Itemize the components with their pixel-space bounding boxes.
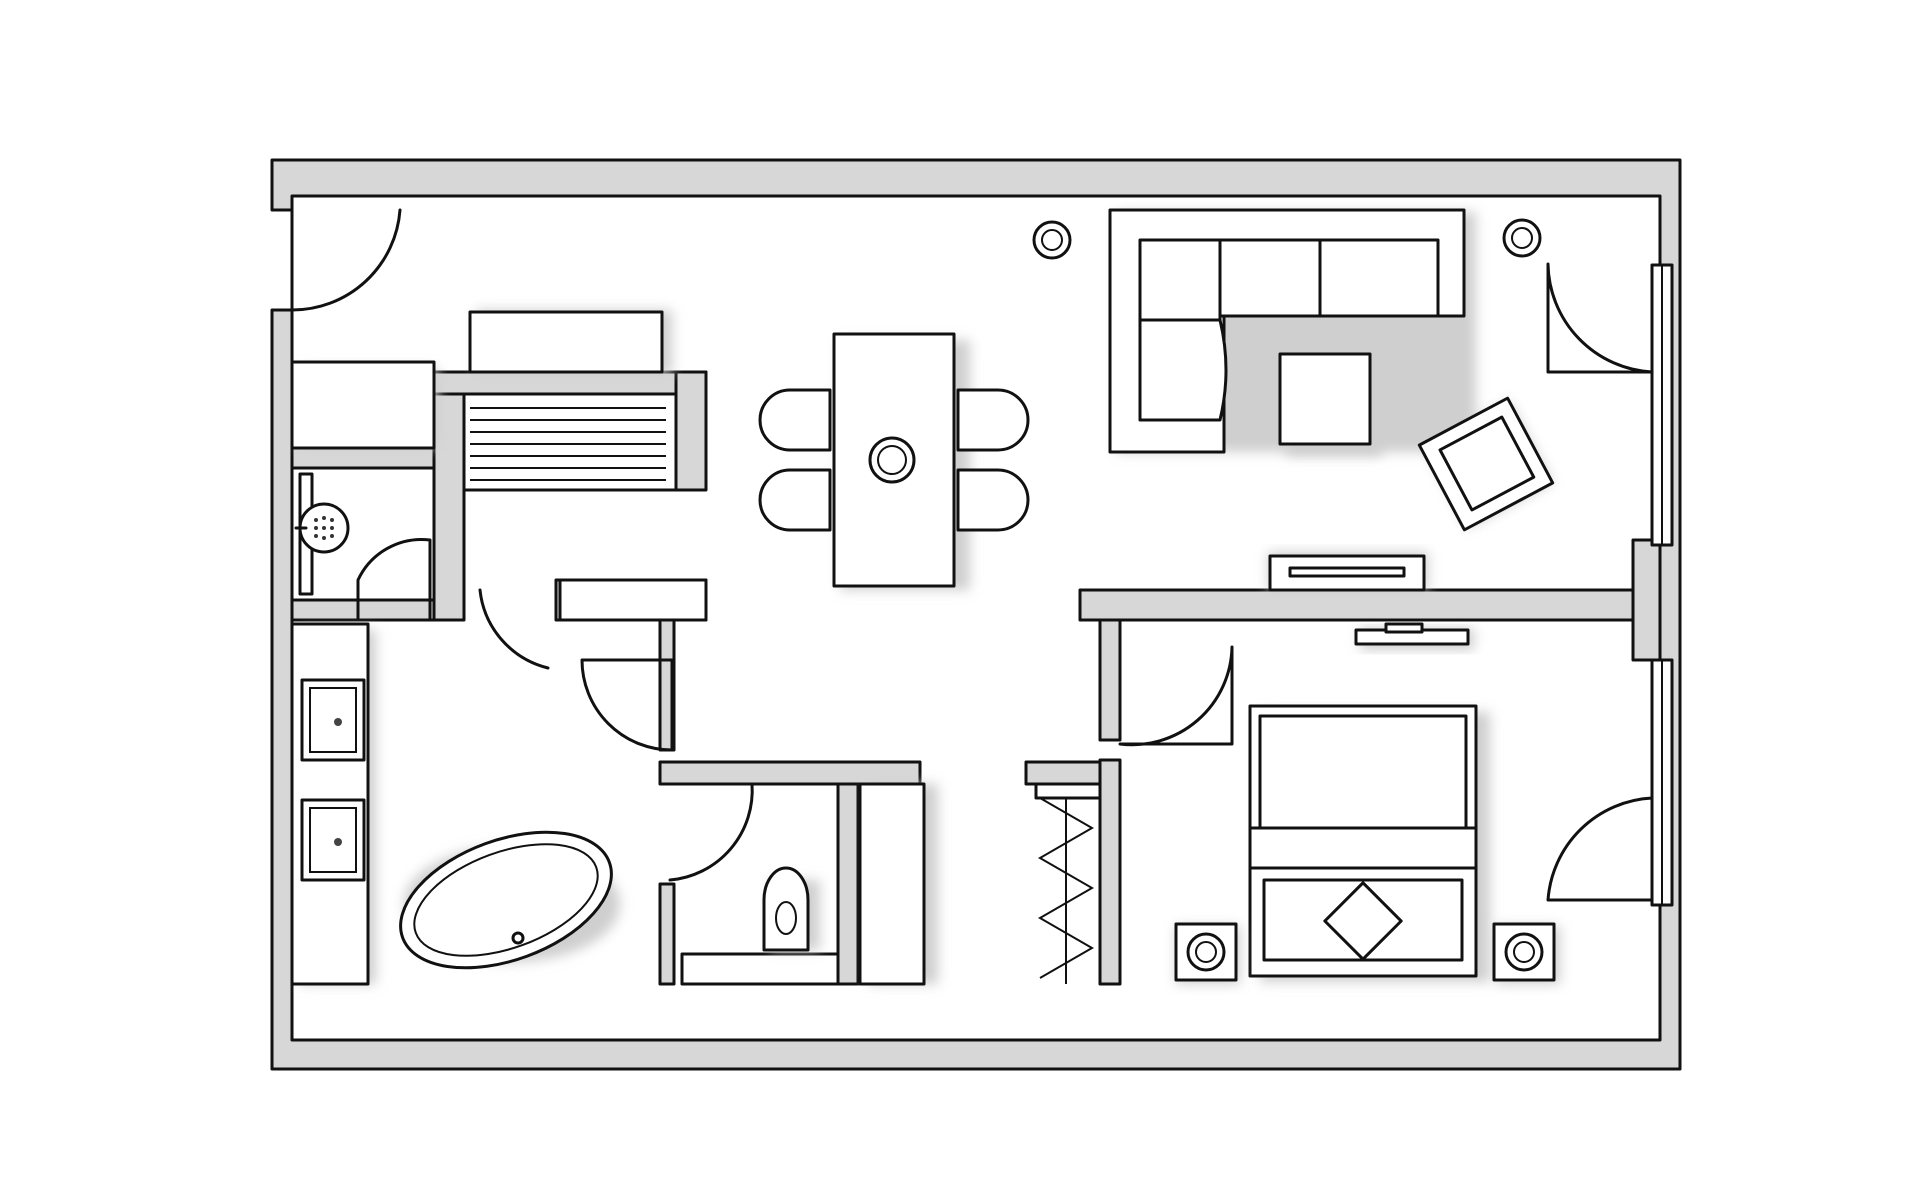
wall-living-bedroom — [1078, 588, 1662, 622]
floor-lamp-icon — [1032, 220, 1072, 260]
wall-kitchen-right — [674, 370, 708, 492]
sofa-chaise-cushion — [1138, 318, 1228, 422]
kitchen-hob — [462, 392, 678, 492]
floor-lamp-icon — [1502, 218, 1542, 258]
wardrobe-hangers — [1037, 797, 1095, 984]
kitchen — [462, 310, 708, 622]
sofa-cushion — [1138, 238, 1222, 322]
bedroom — [1174, 622, 1560, 984]
bedside-lamp-icon — [1504, 932, 1544, 972]
wall-window-mullion — [1631, 538, 1662, 662]
bathroom — [290, 622, 620, 986]
storage-closet — [290, 360, 438, 450]
dining-chair — [758, 468, 832, 532]
coffee-table — [1278, 352, 1372, 446]
wall-kitchen-left — [432, 370, 466, 622]
wardrobe-closet — [858, 782, 1102, 986]
bedroom-balcony-door — [1546, 796, 1654, 902]
kitchen-island — [558, 578, 708, 622]
dining-chair — [758, 388, 832, 452]
wardrobe — [858, 782, 926, 986]
shower-room — [294, 472, 350, 596]
wall-bath-top — [658, 760, 922, 786]
decorative-pillow — [1323, 881, 1403, 961]
dining-chair — [956, 468, 1030, 532]
kitchen-counter-top — [468, 310, 664, 374]
bathroom-door — [580, 658, 674, 752]
wall-bath-toilet — [658, 882, 676, 986]
sink — [300, 798, 366, 882]
wall-shower-bottom — [290, 598, 436, 622]
bed-blanket-fold — [1248, 826, 1478, 870]
bedside-lamp-icon — [1186, 932, 1226, 972]
bed-pillows — [1258, 714, 1468, 830]
wall-toilet-right — [836, 782, 860, 986]
toilet — [680, 866, 840, 986]
wall-closet-top — [1024, 760, 1102, 786]
sofa-cushion — [1318, 238, 1440, 318]
bathtub — [399, 830, 613, 970]
toilet-bowl-icon — [762, 866, 810, 952]
shower-room-door — [356, 538, 432, 622]
entrance-door — [290, 208, 402, 312]
dining-area — [758, 332, 1030, 590]
tv-icon — [1288, 566, 1406, 578]
sofa-cushion — [1218, 238, 1322, 318]
table-vase-icon — [868, 436, 916, 484]
storage-cabinet — [290, 360, 436, 450]
doors — [290, 208, 1654, 902]
dining-chair — [956, 388, 1030, 452]
living-room — [1032, 208, 1555, 592]
sink — [300, 678, 366, 762]
closet-header — [1034, 782, 1102, 800]
wall-bedroom-left-lower — [1098, 758, 1122, 986]
living-balcony-door — [1546, 262, 1654, 374]
toilet-door — [668, 782, 754, 882]
wall-bedroom-left-upper — [1098, 618, 1122, 742]
kitchen-hob-grates — [470, 407, 666, 481]
wall-kitchen-top — [432, 370, 708, 396]
windows — [1650, 263, 1674, 907]
bedroom-door — [1118, 645, 1234, 747]
bathtub-drain-icon — [511, 931, 525, 945]
toilet-cistern-shelf — [680, 952, 840, 986]
wall-storage-bottom — [290, 446, 442, 470]
kitchen-door — [478, 588, 550, 670]
